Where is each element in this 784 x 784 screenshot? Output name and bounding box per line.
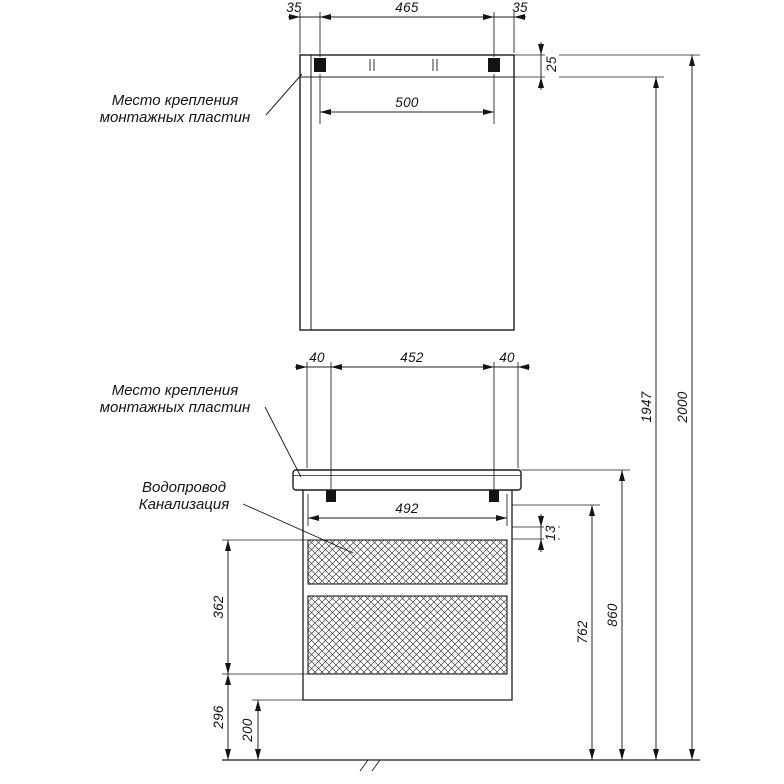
dim-height-860: 860 (605, 603, 620, 627)
dim-mirror-plate-width: 500 (395, 95, 419, 110)
dim-drawer-zone-height: 362 (211, 595, 226, 619)
dim-mirror-top-inset: 25 (544, 42, 559, 86)
label-plumbing-line1: Водопровод (141, 479, 227, 496)
label-plumbing: Водопровод Канализация (126, 479, 242, 513)
dim-height-1947: 1947 (639, 391, 654, 423)
dim-mirror-offset-right: 35 (512, 0, 528, 15)
mirror-panel-marks (369, 59, 438, 71)
vanity-body-outline (302, 490, 513, 701)
dim-vanity-offset-left: 40 (309, 350, 325, 365)
label-mirror-mounting-line1: Место крепления (111, 92, 239, 109)
vanity-mounting-plates (326, 490, 499, 502)
label-vanity-mounting-line2: монтажных пластин (99, 398, 251, 416)
label-plumbing-line2: Канализация (138, 495, 230, 513)
mirror-mounting-plates (314, 58, 500, 72)
dim-drawer-gap: 13 (543, 511, 558, 555)
vanity-countertop (292, 469, 522, 491)
label-vanity-mounting-line1: Место крепления (111, 382, 239, 399)
dim-vanity-offset-right: 40 (499, 350, 515, 365)
dim-vanity-inner-width: 492 (395, 501, 419, 516)
dim-height-2000: 2000 (675, 391, 690, 423)
dim-vanity-plate-spacing: 452 (400, 350, 424, 365)
dimension-lines (225, 14, 695, 760)
mirror-cabinet-outline (299, 54, 515, 331)
dim-clearance-200: 200 (240, 718, 255, 742)
dim-mirror-plate-spacing: 465 (395, 0, 419, 15)
dim-mirror-offset-left: 35 (286, 0, 302, 15)
vanity-drawers (307, 539, 508, 675)
dim-height-762: 762 (575, 620, 590, 644)
label-mirror-mounting: Место крепления монтажных пластин (84, 92, 266, 126)
leader-lines (242, 73, 354, 554)
label-mirror-mounting-line2: монтажных пластин (99, 108, 251, 126)
dim-clearance-296: 296 (211, 705, 226, 729)
floor-line (222, 759, 700, 772)
label-vanity-mounting: Место крепления монтажных пластин (84, 382, 266, 416)
